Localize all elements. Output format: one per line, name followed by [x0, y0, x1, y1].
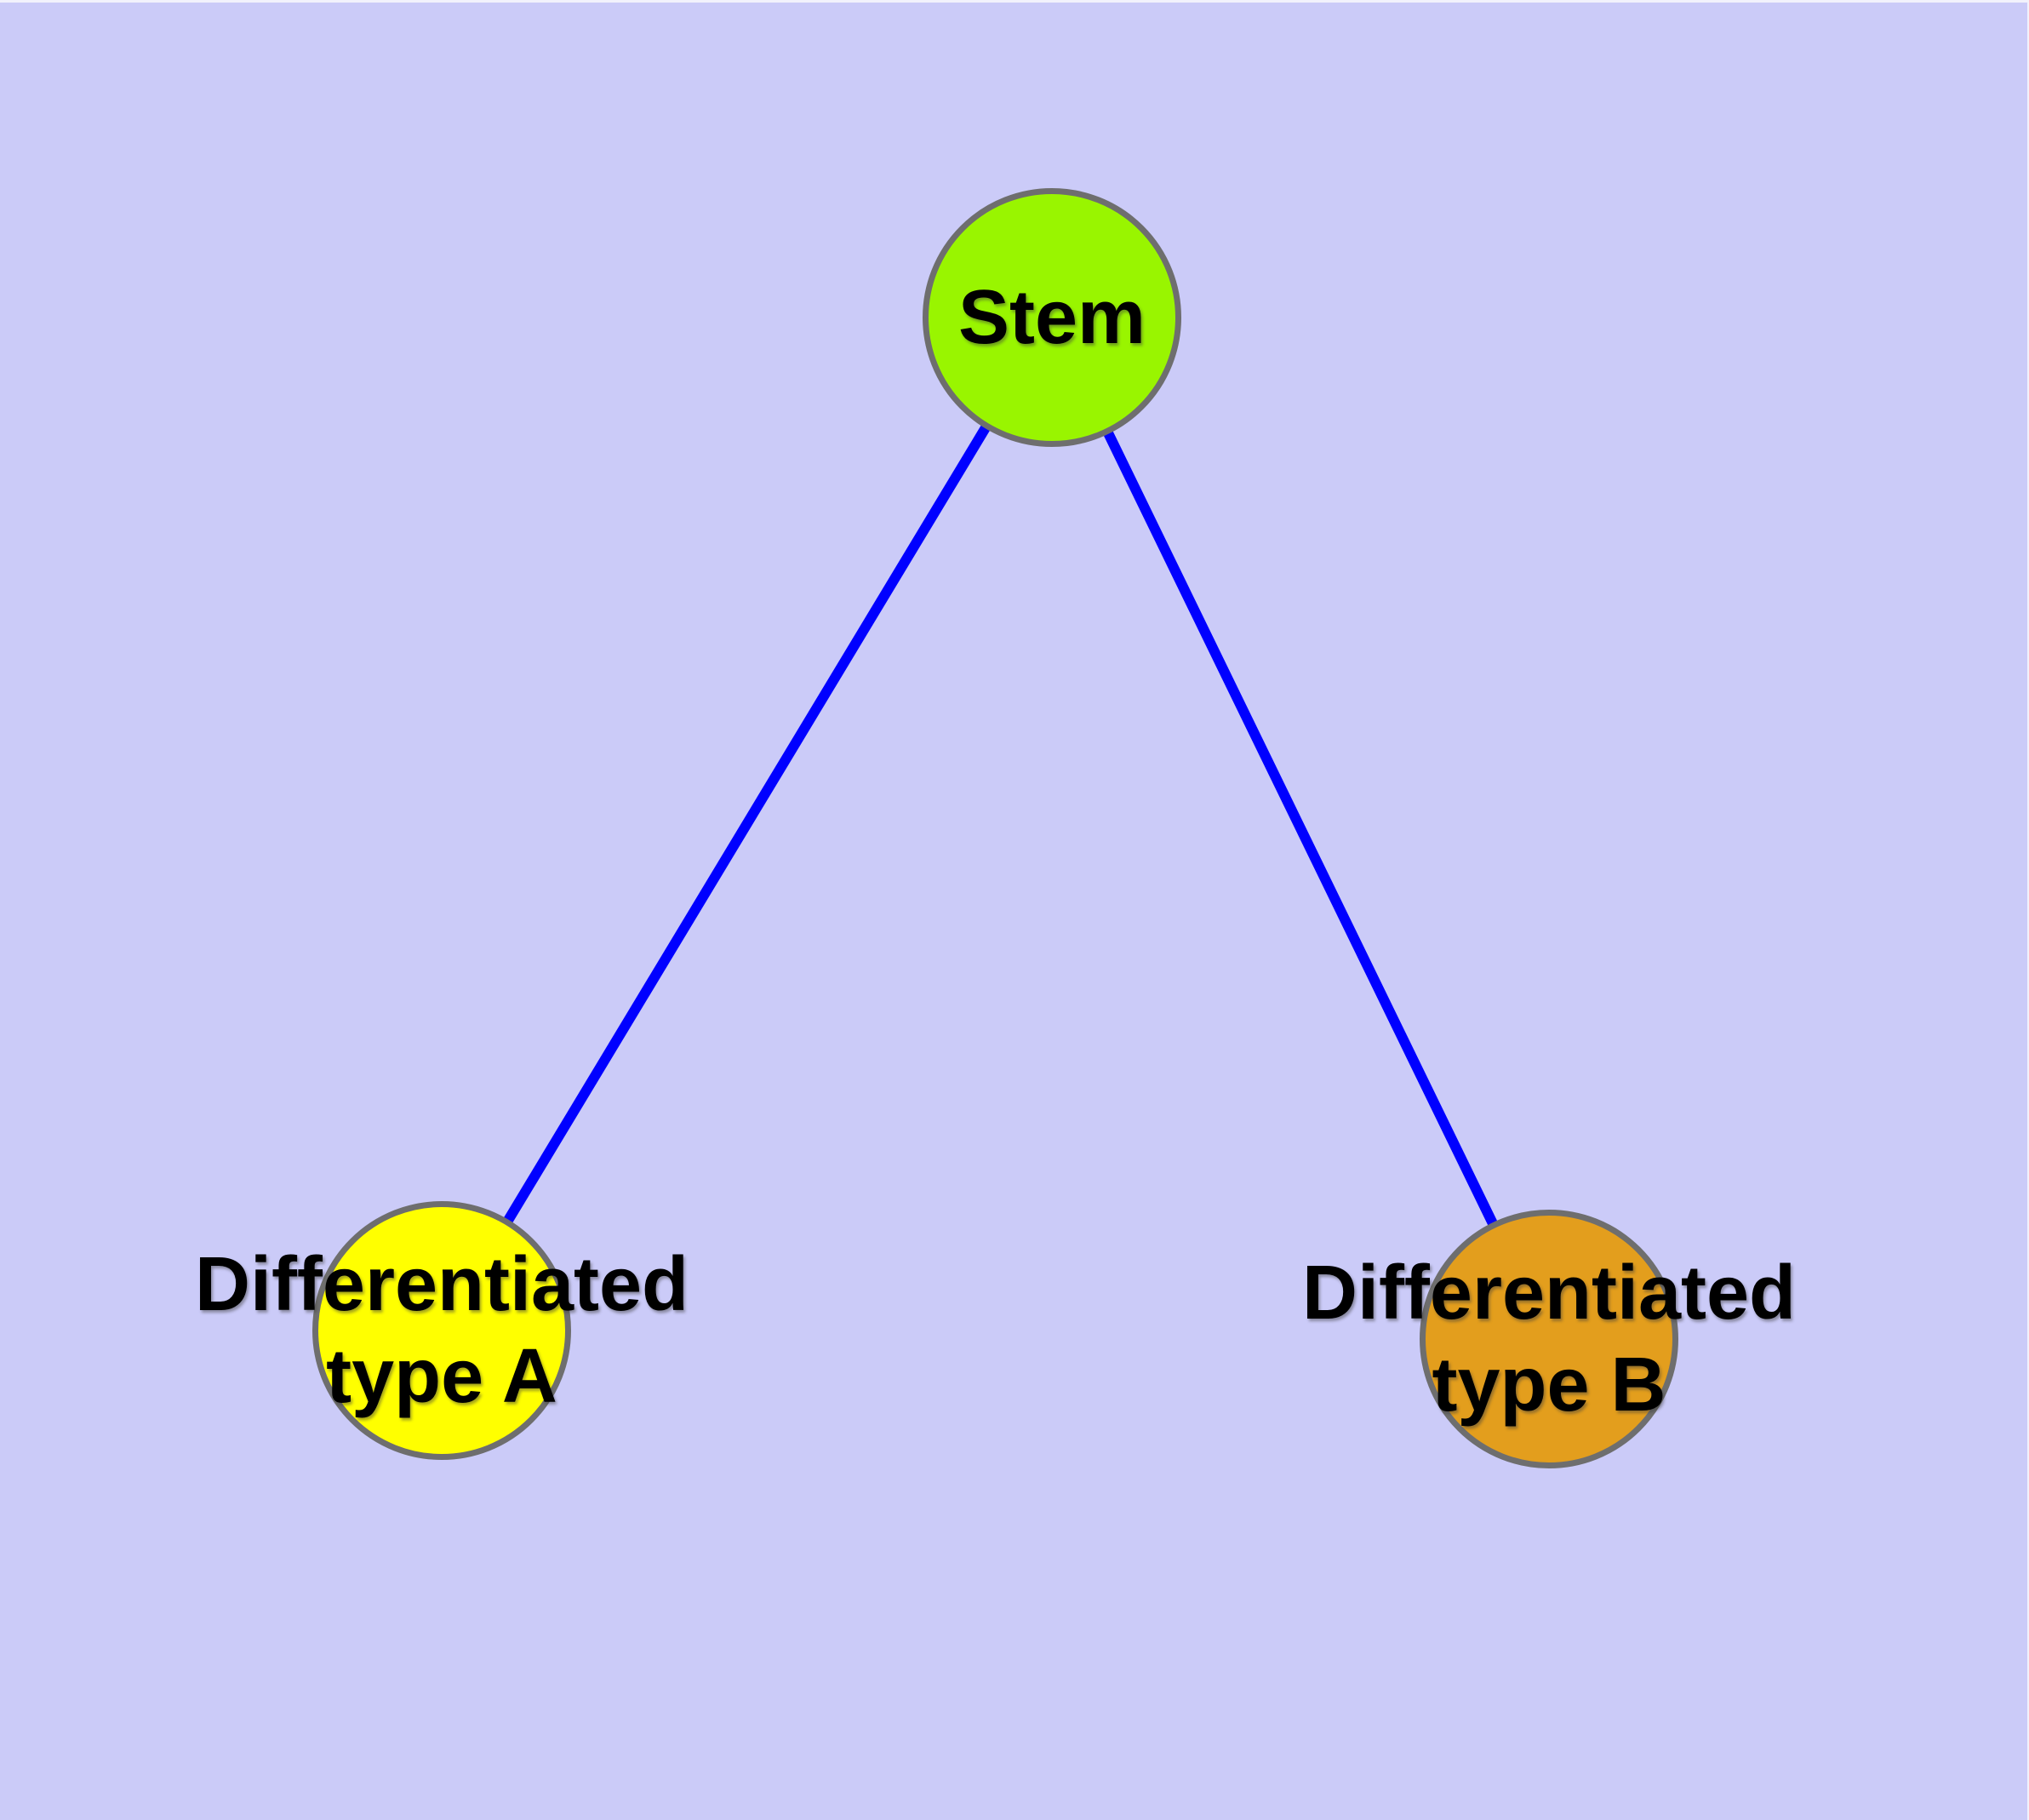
- node-stem[interactable]: [923, 188, 1181, 447]
- node-differentiated-type-a[interactable]: [312, 1201, 571, 1460]
- node-differentiated-type-b[interactable]: [1420, 1210, 1678, 1468]
- screenshot-top-edge-artifact: [0, 0, 2029, 3]
- edge-stem-to-type-b: [1047, 315, 1554, 1342]
- edge-stem-to-type-a: [437, 314, 1057, 1334]
- screenshot-right-edge-artifact: [2027, 0, 2029, 1820]
